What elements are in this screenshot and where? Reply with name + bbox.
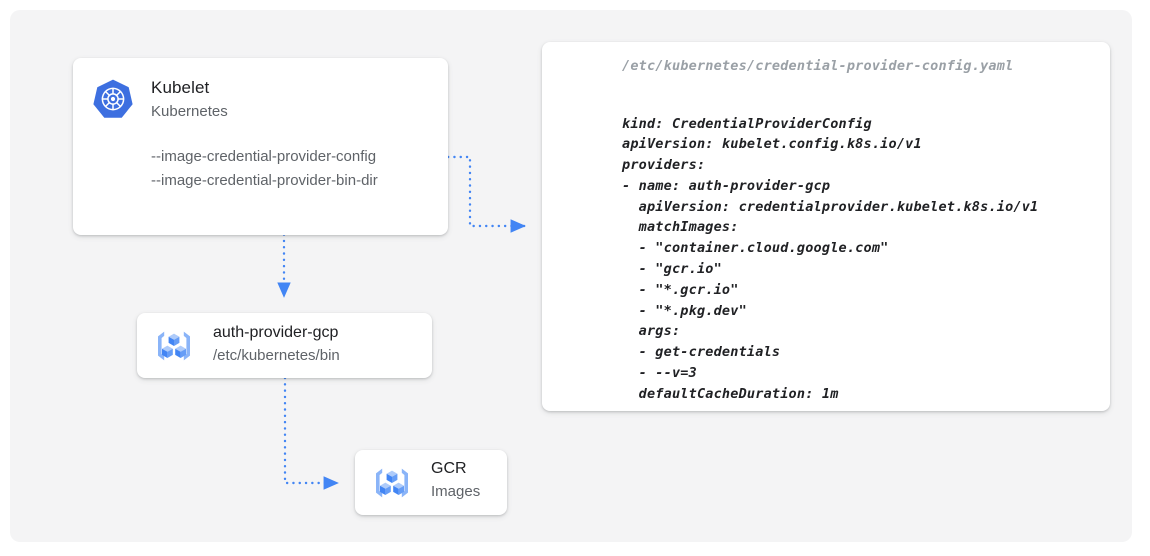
config-yaml-content: kind: CredentialProviderConfig apiVersio… [622,115,1039,402]
auth-provider-path: /etc/kubernetes/bin [213,347,340,364]
kubelet-flag-config: --image-credential-provider-config [151,148,377,165]
gcr-subtitle: Images [431,483,481,500]
config-file-path: /etc/kubernetes/credential-provider-conf… [622,58,1014,74]
kubelet-subtitle: Kubernetes [151,103,228,120]
gcr-title: GCR [431,460,467,477]
auth-provider-title: auth-provider-gcp [213,324,339,341]
kubelet-card[interactable]: Kubelet Kubernetes --image-credential-pr… [73,58,448,235]
auth-provider-gcp-card[interactable]: auth-provider-gcp /etc/kubernetes/bin [137,313,432,378]
kubelet-flag-bin-dir: --image-credential-provider-bin-dir [151,172,378,189]
gcr-card[interactable]: GCR Images [355,450,507,515]
kubelet-title: Kubelet [151,78,210,97]
container-registry-icon [376,468,408,498]
credential-provider-config-card[interactable]: /etc/kubernetes/credential-provider-conf… [542,42,1110,411]
container-registry-icon [158,331,190,361]
kubernetes-helm-icon [93,79,133,118]
kubelet-flag-list: --image-credential-provider-config --ima… [151,145,378,193]
